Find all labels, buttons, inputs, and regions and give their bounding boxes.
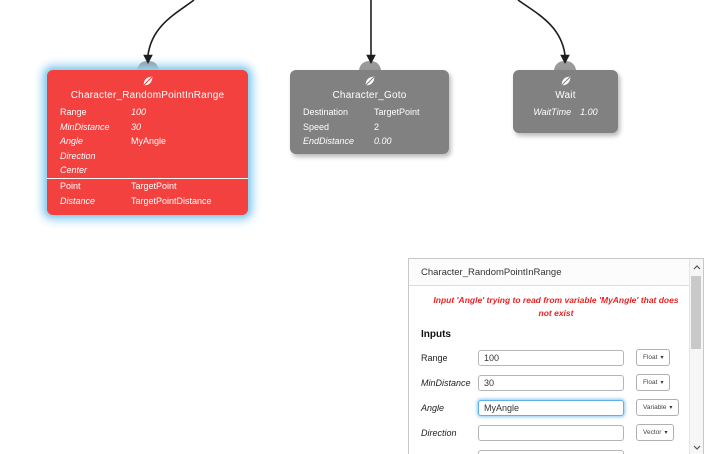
node-title: Character_Goto xyxy=(332,90,407,101)
field-type-label: Float xyxy=(643,354,658,361)
field-label: Point xyxy=(60,180,81,191)
task-node-wait[interactable]: Wait WaitTime 1.00 xyxy=(513,70,618,133)
field-value xyxy=(131,163,248,178)
node-field-row: EndDistance 0.00 xyxy=(290,134,449,149)
field-label: Center xyxy=(60,165,88,176)
field-label: Destination xyxy=(303,107,349,117)
field-type-dropdown[interactable]: Float▾ xyxy=(636,374,671,391)
node-title: Wait xyxy=(555,90,576,101)
inspector-field-label: Angle xyxy=(421,402,445,413)
field-type-dropdown[interactable]: Variable▾ xyxy=(636,399,680,416)
field-value: TargetPoint xyxy=(374,107,420,117)
inputs-section-heading: Inputs xyxy=(421,329,451,340)
inspector-field-row: MinDistance Float▾ xyxy=(409,370,703,395)
field-label: Direction xyxy=(60,150,96,161)
inspector-field-input[interactable] xyxy=(478,399,624,416)
inspector-field-input[interactable] xyxy=(478,374,624,391)
inspector-field-row: Direction Vector▾ xyxy=(409,420,703,445)
inspector-field-input[interactable] xyxy=(478,449,624,454)
node-field-row: Direction xyxy=(47,149,248,164)
node-field-row: Angle MyAngle xyxy=(47,134,248,149)
inspector-field-label: Direction xyxy=(421,427,457,438)
chevron-down-icon: ▾ xyxy=(660,355,664,361)
field-value: TargetPointDistance xyxy=(131,195,212,206)
scroll-up-icon[interactable] xyxy=(690,261,703,273)
node-field-row: MinDistance 30 xyxy=(47,120,248,135)
inspector-scrollbar[interactable] xyxy=(689,259,703,454)
node-title: Character_RandomPointInRange xyxy=(70,90,225,101)
inspector-field-row: Angle Variable▾ xyxy=(409,395,703,420)
leaf-action-icon xyxy=(560,76,570,86)
field-value: 1.00 xyxy=(580,107,598,117)
node-field-row: Center xyxy=(47,163,248,178)
node-fields: WaitTime 1.00 xyxy=(513,105,618,120)
inspector-field-row: Range Float▾ xyxy=(409,345,703,370)
incoming-connector[interactable] xyxy=(137,61,159,71)
node-field-row: Speed 2 xyxy=(290,120,449,135)
chevron-down-icon: ▾ xyxy=(660,380,664,386)
field-type-label: Float xyxy=(643,379,658,386)
field-label: EndDistance xyxy=(303,136,355,147)
field-value: 30 xyxy=(131,121,142,132)
node-field-row: Range 100 xyxy=(47,105,248,120)
task-inspector-panel: Character_RandomPointInRange Input 'Angl… xyxy=(408,258,704,454)
inspector-field-row xyxy=(409,445,703,454)
field-label: WaitTime xyxy=(533,107,572,117)
chevron-down-icon: ▾ xyxy=(664,430,668,436)
incoming-connector[interactable] xyxy=(359,61,381,71)
node-field-row: Destination TargetPoint xyxy=(290,105,449,120)
field-label: Distance xyxy=(60,195,96,206)
node-field-row: Distance TargetPointDistance xyxy=(47,194,248,209)
field-type-dropdown[interactable]: Vector▾ xyxy=(636,424,675,441)
leaf-action-icon xyxy=(142,76,152,86)
field-type-label: Variable xyxy=(643,404,667,411)
inspector-field-label: Range xyxy=(421,352,448,363)
field-type-label: Vector xyxy=(643,429,662,436)
field-value: 2 xyxy=(374,121,380,132)
inspector-fields: RangeFloat▾MinDistanceFloat▾AngleVariabl… xyxy=(409,345,703,454)
inspector-field-input[interactable] xyxy=(478,349,624,366)
scrollbar-thumb[interactable] xyxy=(691,276,701,349)
leaf-action-icon xyxy=(364,76,374,86)
field-label: Angle xyxy=(60,136,84,147)
inspector-title: Character_RandomPointInRange xyxy=(409,259,703,286)
inspector-error-message: Input 'Angle' trying to read from variab… xyxy=(433,295,679,318)
field-value: 0.00 xyxy=(374,136,392,147)
field-label: MinDistance xyxy=(60,121,110,132)
field-label: Speed xyxy=(303,121,330,132)
chevron-down-icon: ▾ xyxy=(669,405,673,411)
incoming-connector[interactable] xyxy=(554,61,576,71)
node-field-row: WaitTime 1.00 xyxy=(513,105,618,120)
inspector-field-label: MinDistance xyxy=(421,377,471,388)
field-value xyxy=(131,149,248,164)
scroll-down-icon[interactable] xyxy=(690,441,703,453)
inspector-field-input[interactable] xyxy=(478,424,624,441)
field-value: 100 xyxy=(131,107,147,117)
field-value: MyAngle xyxy=(131,136,167,147)
field-value: TargetPoint xyxy=(131,180,177,191)
field-label: Range xyxy=(60,107,87,117)
node-field-row: Point TargetPoint xyxy=(47,177,248,194)
field-type-dropdown[interactable]: Float▾ xyxy=(636,349,671,366)
